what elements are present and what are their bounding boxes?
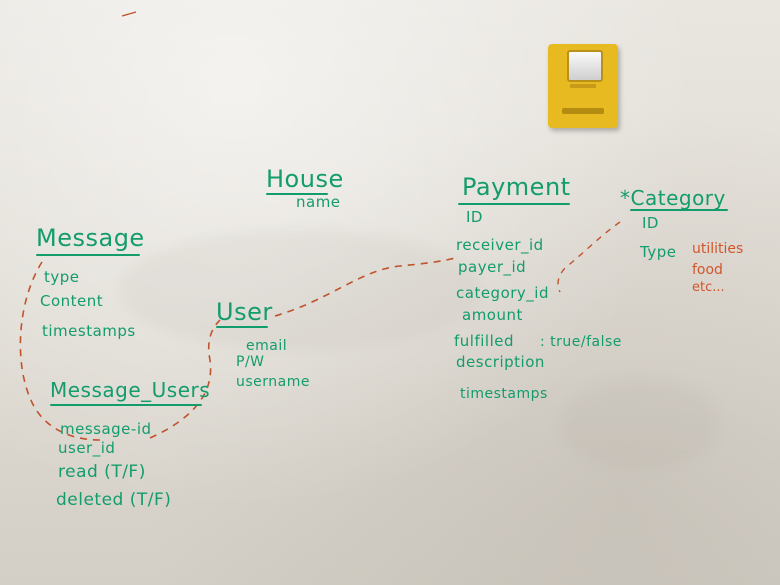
payer-link-line bbox=[274, 257, 456, 317]
user-title: User bbox=[216, 298, 273, 326]
payment-fulfilled-note: : true/false bbox=[540, 334, 622, 350]
category-type-value-food: food bbox=[692, 262, 723, 278]
payment-title: Payment bbox=[462, 173, 571, 201]
house-underline bbox=[266, 193, 328, 195]
message-link-line bbox=[19, 261, 101, 441]
message-field-type: type bbox=[44, 268, 80, 286]
user-link-line bbox=[149, 319, 221, 439]
payment-field-fulfilled: fulfilled bbox=[454, 332, 514, 350]
fire-alarm-strobe-icon bbox=[548, 44, 618, 128]
category-link-line bbox=[557, 221, 621, 293]
message-field-content: Content bbox=[40, 292, 104, 310]
payment-field-payer: payer_id bbox=[458, 258, 527, 276]
message-users-field-message-id: message-id bbox=[60, 420, 152, 438]
category-type-value-utilities: utilities bbox=[692, 241, 744, 257]
message-users-title: Message_Users bbox=[50, 378, 211, 402]
payment-field-receiver: receiver_id bbox=[456, 236, 544, 254]
category-field-id: ID bbox=[642, 214, 659, 232]
category-underline bbox=[630, 209, 728, 211]
payment-field-category: category_id bbox=[456, 284, 549, 302]
payment-field-description: description bbox=[456, 353, 545, 371]
user-underline bbox=[216, 326, 268, 328]
house-field-name: name bbox=[296, 193, 341, 211]
eraser-smudge bbox=[120, 230, 480, 350]
user-field-email: email bbox=[246, 338, 288, 354]
message-users-field-deleted: deleted (T/F) bbox=[56, 490, 172, 510]
payment-field-amount: amount bbox=[462, 306, 523, 324]
payment-underline bbox=[458, 203, 570, 205]
category-type-value-etc: etc... bbox=[692, 280, 725, 295]
payment-field-timestamps: timestamps bbox=[460, 386, 548, 402]
message-title: Message bbox=[36, 224, 145, 252]
category-field-type: Type bbox=[640, 243, 677, 261]
eraser-smudge bbox=[560, 380, 720, 470]
payment-field-id: ID bbox=[466, 208, 483, 226]
user-field-password: P/W bbox=[236, 354, 265, 370]
category-title: *Category bbox=[620, 186, 726, 210]
message-underline bbox=[36, 254, 140, 256]
house-title: House bbox=[266, 165, 344, 193]
message-field-timestamps: timestamps bbox=[42, 322, 136, 340]
message-users-underline bbox=[50, 404, 202, 406]
stray-mark bbox=[121, 11, 137, 17]
message-users-field-read: read (T/F) bbox=[58, 462, 146, 482]
message-users-field-user-id: user_id bbox=[58, 439, 116, 457]
user-field-username: username bbox=[236, 374, 310, 390]
